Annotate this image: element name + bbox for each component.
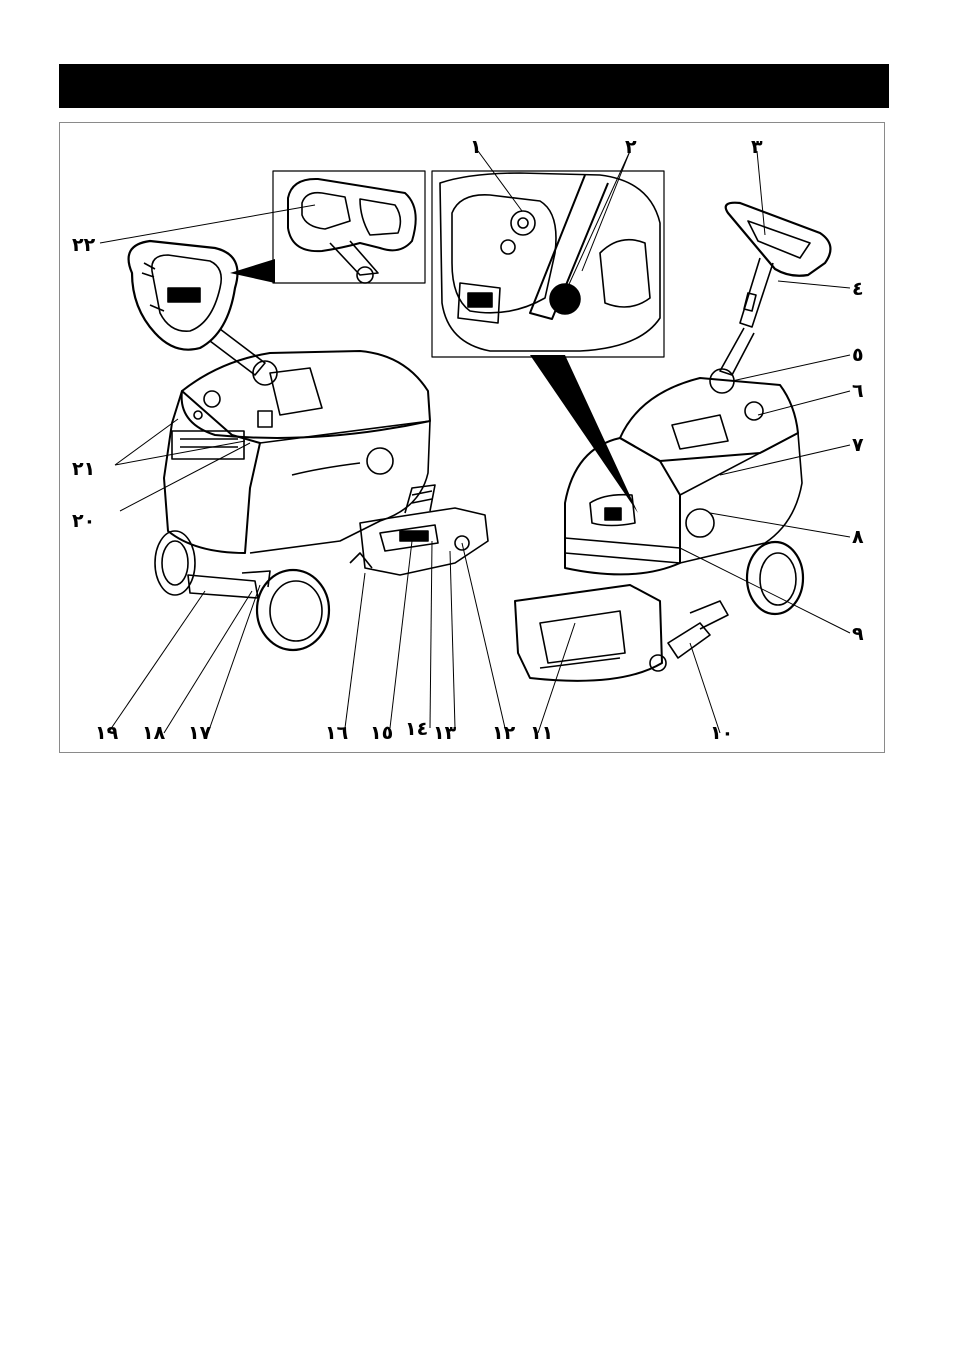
callout-8: ٨ — [852, 526, 864, 548]
callout-15: ١٥ — [370, 722, 393, 744]
callout-7: ٧ — [852, 434, 864, 456]
callout-18: ١٨ — [142, 722, 166, 744]
callout-17: ١٧ — [188, 722, 212, 744]
left-machine-drawing — [129, 241, 488, 650]
callout-2: ٢ — [625, 136, 637, 158]
callout-16: ١٦ — [325, 722, 348, 744]
callout-6: ٦ — [852, 380, 864, 402]
machine-diagram: ١ ٢ ٣ ٤ ٥ ٦ ٧ ٨ ٩ ١٠ ١١ ١٢ ١٣ ١٤ ١٥ ١٦ ١… — [60, 123, 886, 754]
callout-1: ١ — [470, 136, 482, 158]
callout-21: ٢١ — [72, 458, 95, 480]
callout-20: ٢٠ — [72, 510, 95, 532]
callout-9: ٩ — [852, 623, 864, 645]
callout-19: ١٩ — [95, 722, 119, 744]
callout-13: ١٣ — [433, 722, 457, 744]
header-bar — [59, 64, 889, 108]
handle-inset — [273, 171, 425, 283]
leader-lines — [100, 151, 850, 733]
callout-22: ٢٢ — [72, 234, 96, 256]
callout-4: ٤ — [852, 278, 864, 300]
callout-11: ١١ — [530, 722, 553, 744]
callout-3: ٣ — [751, 136, 763, 158]
figure-frame: ١ ٢ ٣ ٤ ٥ ٦ ٧ ٨ ٩ ١٠ ١١ ١٢ ١٣ ١٤ ١٥ ١٦ ١… — [59, 122, 885, 753]
callout-5: ٥ — [852, 344, 864, 366]
callout-10: ١٠ — [710, 722, 733, 744]
callout-14: ١٤ — [405, 718, 428, 740]
control-panel-inset — [432, 171, 664, 357]
right-machine-drawing — [515, 203, 830, 681]
callout-12: ١٢ — [492, 722, 516, 744]
